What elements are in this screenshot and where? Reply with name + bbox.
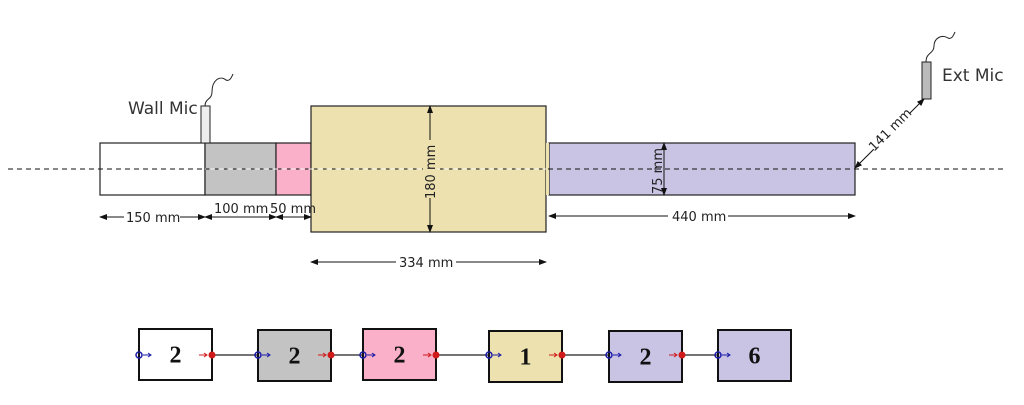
dim-141: 141 mm bbox=[866, 106, 915, 155]
block-1: 2 bbox=[135, 328, 216, 381]
dim-50: 50 mm bbox=[270, 202, 316, 217]
block-box bbox=[488, 330, 563, 383]
block-4: 1 bbox=[485, 330, 566, 383]
output-port-icon bbox=[208, 351, 216, 359]
input-arrow-icon bbox=[367, 352, 376, 358]
block-diagram: 2 2 2 1 2 6 bbox=[135, 328, 792, 383]
input-port-icon bbox=[254, 351, 262, 359]
block-value: 2 bbox=[170, 343, 182, 369]
output-port-icon bbox=[327, 351, 335, 359]
block-5: 2 bbox=[605, 330, 686, 383]
block-2: 2 bbox=[254, 329, 335, 382]
ext-mic-label: Ext Mic bbox=[942, 66, 1004, 86]
wall-mic-icon bbox=[200, 73, 234, 144]
input-arrow-icon bbox=[262, 352, 271, 358]
dim-75: 75 mm bbox=[651, 148, 666, 194]
input-arrow-icon bbox=[613, 352, 622, 358]
output-arrow-icon bbox=[318, 352, 327, 358]
dim-180: 180 mm bbox=[424, 145, 439, 199]
input-port-icon bbox=[605, 351, 613, 359]
block-3: 2 bbox=[359, 328, 440, 381]
input-port-icon bbox=[485, 351, 493, 359]
input-port-icon bbox=[135, 351, 143, 359]
block-box bbox=[608, 330, 683, 383]
output-arrow-icon bbox=[669, 352, 678, 358]
block-6: 6 bbox=[714, 329, 792, 382]
dim-100: 100 mm bbox=[214, 202, 268, 217]
dim-334: 334 mm bbox=[399, 256, 453, 271]
ext-mic-icon bbox=[921, 31, 956, 100]
input-port-icon bbox=[359, 351, 367, 359]
output-port-icon bbox=[432, 351, 440, 359]
input-arrow-icon bbox=[493, 352, 502, 358]
block-value: 2 bbox=[394, 343, 406, 369]
output-port-icon bbox=[558, 351, 566, 359]
block-value: 6 bbox=[749, 344, 761, 370]
block-value: 2 bbox=[289, 344, 301, 370]
block-value: 2 bbox=[640, 345, 652, 371]
input-port-icon bbox=[714, 351, 722, 359]
output-arrow-icon bbox=[423, 352, 432, 358]
block-value: 1 bbox=[520, 345, 532, 371]
wall-mic-label: Wall Mic bbox=[128, 99, 198, 119]
input-arrow-icon bbox=[143, 352, 152, 358]
dim-150: 150 mm bbox=[126, 211, 180, 226]
output-arrow-icon bbox=[549, 352, 558, 358]
input-arrow-icon bbox=[722, 352, 731, 358]
block-box bbox=[717, 329, 792, 382]
output-port-icon bbox=[678, 351, 686, 359]
output-arrow-icon bbox=[199, 352, 208, 358]
dim-440: 440 mm bbox=[672, 210, 726, 225]
